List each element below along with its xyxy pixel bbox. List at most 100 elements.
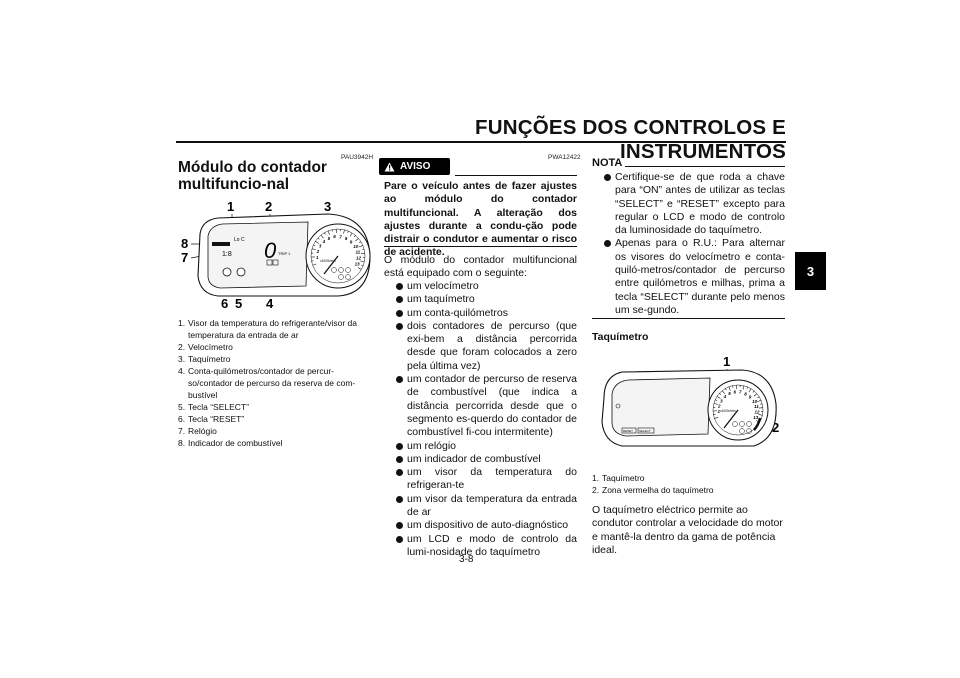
- instrument-figure: 1 2 3 8 7 6 5 4 Lo C 1:8 0 TRIP 1: [178, 196, 374, 312]
- tach-paragraph: O taquímetro eléctrico permite ao condut…: [592, 504, 783, 556]
- dial-tick: [315, 241, 319, 244]
- dial-number: 13: [355, 261, 361, 266]
- dial-number: 12: [356, 256, 362, 261]
- dial-tick: [349, 232, 353, 237]
- list-item: um conta-quilómetros: [384, 307, 577, 320]
- dial-number: 11: [356, 250, 361, 255]
- list-item: dois contadores de percurso (que exi-bem…: [384, 320, 577, 373]
- dial-tick: [713, 403, 718, 405]
- dial-tick: [313, 244, 316, 247]
- dial-tick: [343, 229, 345, 234]
- caption-item: 4.Conta-quilómetros/contador de percur-s…: [178, 366, 356, 400]
- dial-number: 7: [739, 390, 742, 395]
- caption-item: 2.Zona vermelha do taquímetro: [592, 485, 714, 495]
- dial-number: 5: [728, 391, 731, 396]
- callout-3: 3: [324, 199, 331, 214]
- dial-number: 9: [749, 395, 752, 400]
- dial-tick: [324, 232, 326, 235]
- dial-number: 10: [752, 399, 758, 404]
- lcd-clock: 1:8: [222, 251, 232, 258]
- warning-bottom-rule: [384, 246, 577, 247]
- dial-number: 3: [319, 244, 322, 249]
- dial-number: 2: [717, 404, 721, 409]
- dial-number: 8: [345, 236, 348, 241]
- dial-tick: [355, 238, 359, 242]
- nota-list: Certifique-se de que roda a chave para “…: [592, 171, 785, 317]
- callout-2: 2: [265, 199, 272, 214]
- dial-tick: [327, 230, 330, 235]
- intro-text: O módulo do contador multifuncional está…: [384, 254, 577, 280]
- callout-1: 1: [227, 199, 234, 214]
- feature-list: um velocímetro um taquímetro um conta-qu…: [384, 280, 577, 559]
- dial-number: 9: [350, 239, 353, 244]
- callout-5: 5: [235, 296, 242, 311]
- chapter-tab[interactable]: 3: [795, 252, 826, 290]
- caption-item: 8.Indicador de combustível: [178, 438, 283, 448]
- tach-unit: x1000r/min: [720, 409, 736, 413]
- section-title: Módulo do contador multifuncio-nal: [178, 159, 327, 193]
- dial-tick: [311, 248, 316, 251]
- select-button-label: SELECT: [639, 429, 651, 433]
- dial-number: 2: [316, 249, 320, 254]
- dial-number: 3: [720, 398, 723, 403]
- dial-tick: [320, 234, 324, 239]
- dial-number: 4: [322, 239, 326, 244]
- dial-tick: [719, 393, 722, 395]
- caption-item: 1.Visor da temperatura do refrigerante/v…: [178, 318, 357, 340]
- dial-number: 5: [328, 236, 331, 241]
- list-item: um velocímetro: [384, 280, 577, 293]
- warning-icon: [384, 162, 395, 171]
- page-header-title: FUNÇÕES DOS CONTROLOS E INSTRUMENTOS: [475, 116, 786, 163]
- warning-top-rule: [455, 175, 577, 176]
- caption-item: 3.Taquímetro: [178, 354, 231, 364]
- dial-tick: [758, 414, 763, 416]
- dial-tick: [757, 399, 762, 403]
- dial-tick: [347, 230, 349, 234]
- tach-subtitle: Taquímetro: [592, 331, 649, 343]
- list-item: um contador de percurso de reserva de co…: [384, 373, 577, 439]
- dial-tick: [753, 393, 758, 397]
- callout-6: 6: [221, 296, 228, 311]
- dial-tick: [357, 267, 362, 270]
- callout-8: 8: [181, 236, 188, 251]
- lcd-small-text: Lo C: [234, 237, 245, 243]
- dial-tick: [757, 396, 760, 399]
- caption-item: 1.Taquímetro: [592, 473, 645, 483]
- dial-number: 10: [353, 244, 359, 249]
- dial-number: 11: [754, 404, 759, 409]
- dial-tick: [359, 245, 363, 248]
- callout-1: 1: [723, 354, 730, 369]
- list-item: um visor da temperatura do refrigeran-te: [384, 466, 577, 493]
- dial-tick: [721, 390, 725, 394]
- dial-number: 7: [339, 234, 342, 239]
- reset-button-label: RESET: [623, 429, 633, 433]
- dial-tick: [748, 388, 752, 393]
- dial-tick: [317, 237, 320, 240]
- dial-tick: [360, 260, 365, 263]
- list-item: um relógio: [384, 440, 577, 453]
- list-item: um LCD e modo de controlo da lumi-nosida…: [384, 533, 577, 560]
- list-item: um visor da temperatura da entrada de ar: [384, 493, 577, 520]
- left-caption-list: 1.Visor da temperatura do refrigerante/v…: [178, 317, 374, 449]
- caption-item: 6.Tecla “RESET”: [178, 414, 245, 424]
- dial-tick: [752, 390, 755, 393]
- page-number: 3-8: [459, 554, 474, 565]
- caption-item: 2.Velocímetro: [178, 342, 233, 352]
- dial-number: 6: [733, 390, 736, 395]
- lcd-trip: TRIP 1: [278, 251, 291, 256]
- dial-number: 6: [333, 234, 336, 239]
- nota-label: NOTA: [592, 157, 623, 169]
- dial-tick: [359, 241, 362, 244]
- dial-tick: [353, 235, 356, 238]
- lcd-speed-digit: 0: [264, 238, 277, 263]
- callout-4: 4: [266, 296, 274, 311]
- warning-label: AVISO: [400, 161, 431, 172]
- header-rule: [176, 141, 786, 143]
- dial-tick: [742, 385, 745, 390]
- dial-tick: [728, 386, 731, 391]
- instrument-cluster-drawing: 1 2 3 8 7 6 5 4 Lo C 1:8 0 TRIP 1: [181, 199, 371, 311]
- dial-tick: [715, 399, 718, 401]
- list-item: um indicador de combustível: [384, 453, 577, 466]
